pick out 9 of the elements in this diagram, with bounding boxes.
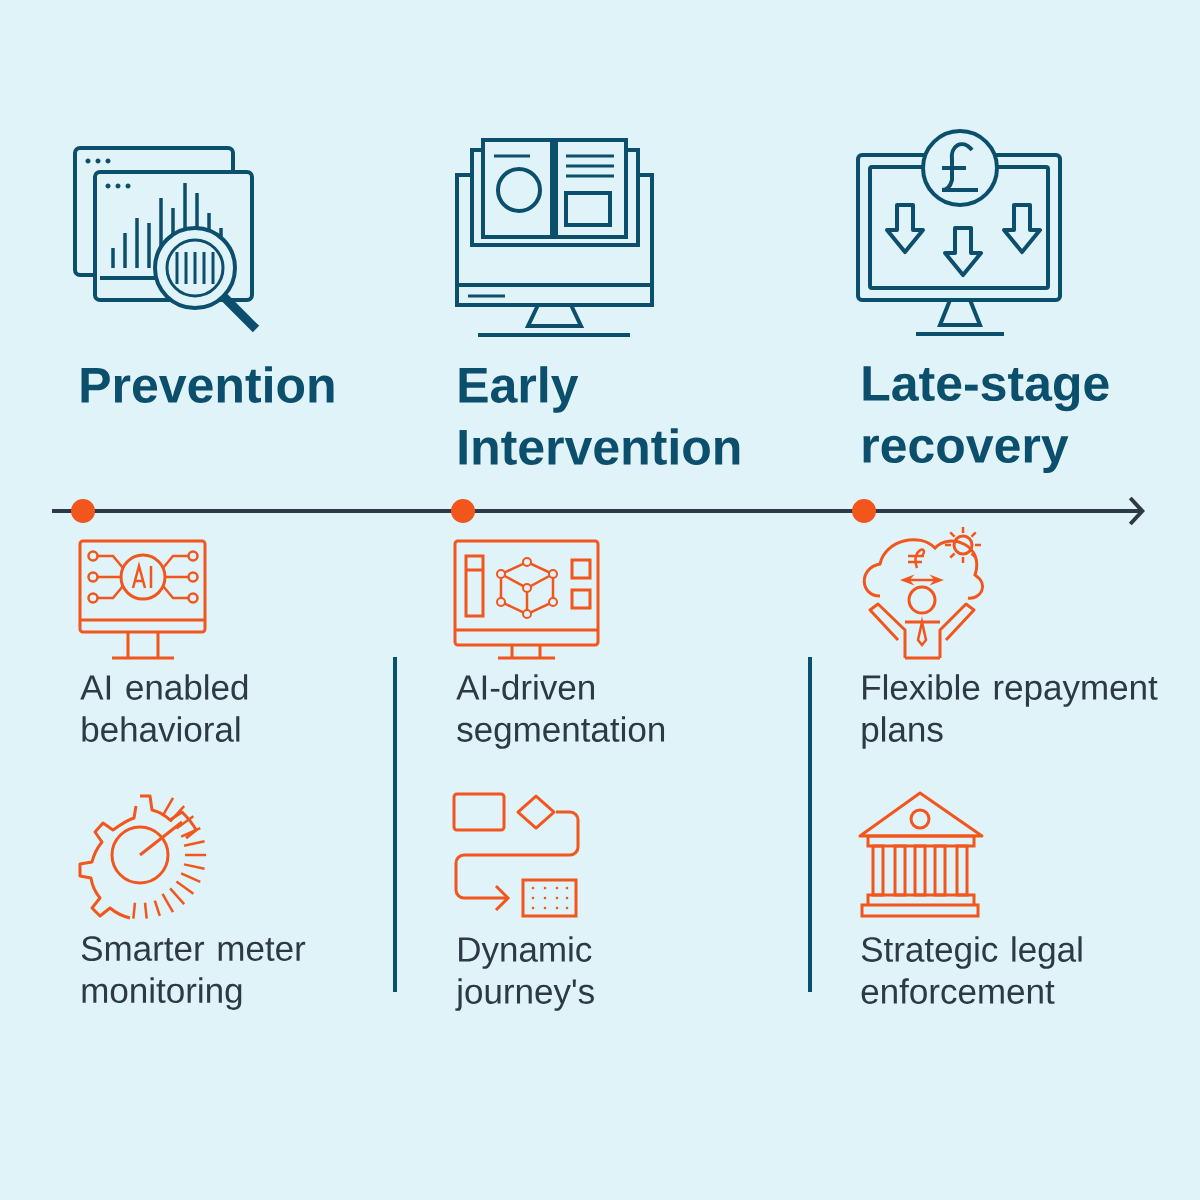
item-label: Strategic legal enforcement [861,936,1082,1004]
item-label: Flexible repayment plans [862,674,1158,749]
item-label: Dynamic journey's [455,936,594,1011]
item-label: Smarter meter monitoring [81,936,306,1010]
stage-heading: Prevention [81,366,334,403]
item-label: AI-driven segmentation [456,674,665,749]
stage-heading: Early Intervention [459,366,740,465]
stage-heading: Late-stage recovery [863,366,1109,473]
item-label: AI enabled behavioral [80,674,248,742]
